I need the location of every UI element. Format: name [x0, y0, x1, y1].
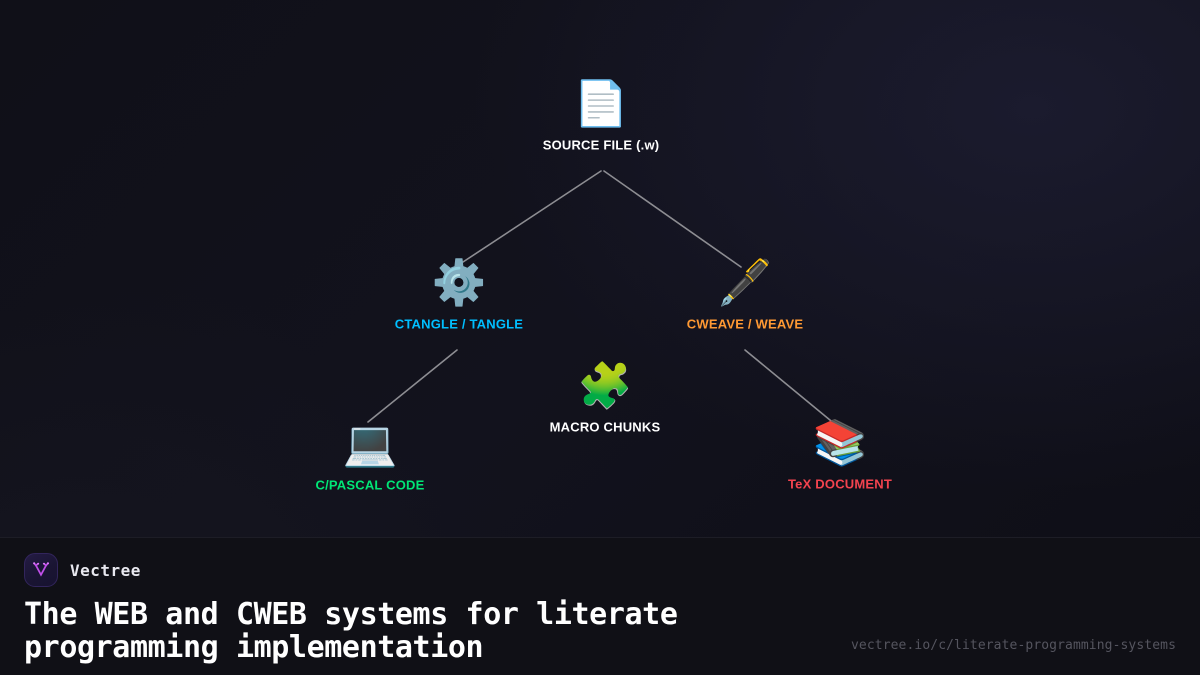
vectree-logo-icon [24, 553, 58, 587]
footer-url: vectree.io/c/literate-programming-system… [851, 638, 1176, 653]
gear-icon: ⚙️ [431, 258, 487, 308]
node-label-c-pascal-code: C/PASCAL CODE [315, 477, 425, 493]
puzzle-piece-icon: 🧩 [577, 361, 633, 411]
laptop-icon: 💻 [342, 419, 398, 469]
node-label-macro-chunks: MACRO CHUNKS [549, 419, 661, 435]
books-icon: 📚 [812, 418, 868, 468]
node-label-cweave-weave: CWEAVE / WEAVE [686, 316, 804, 332]
node-label-ctangle-tangle: CTANGLE / TANGLE [394, 316, 524, 332]
brand-row: Vectree [24, 552, 1176, 588]
edge-cweave-to-tex [744, 349, 837, 426]
edge-source-to-ctangle [462, 170, 602, 263]
node-tex-document[interactable]: 📚 TeX DOCUMENT [730, 419, 950, 492]
fountain-pen-icon: 🖋️ [717, 258, 773, 308]
node-label-source-file: SOURCE FILE (.w) [542, 137, 660, 153]
node-cweave-weave[interactable]: 🖋️ CWEAVE / WEAVE [635, 259, 855, 332]
node-label-tex-document: TeX DOCUMENT [788, 476, 892, 492]
node-macro-chunks[interactable]: 🧩 MACRO CHUNKS [495, 362, 715, 435]
page-title: The WEB and CWEB systems for literate pr… [24, 597, 678, 665]
edge-source-to-cweave [603, 170, 742, 268]
page-facing-up-icon: 📄 [573, 79, 629, 129]
node-ctangle-tangle[interactable]: ⚙️ CTANGLE / TANGLE [349, 259, 569, 332]
brand-name: Vectree [70, 560, 141, 580]
edge-ctangle-to-code [367, 349, 458, 423]
footer-bar: Vectree The WEB and CWEB systems for lit… [0, 537, 1200, 675]
node-source-file[interactable]: 📄 SOURCE FILE (.w) [491, 80, 711, 153]
node-c-pascal-code[interactable]: 💻 C/PASCAL CODE [260, 420, 480, 493]
